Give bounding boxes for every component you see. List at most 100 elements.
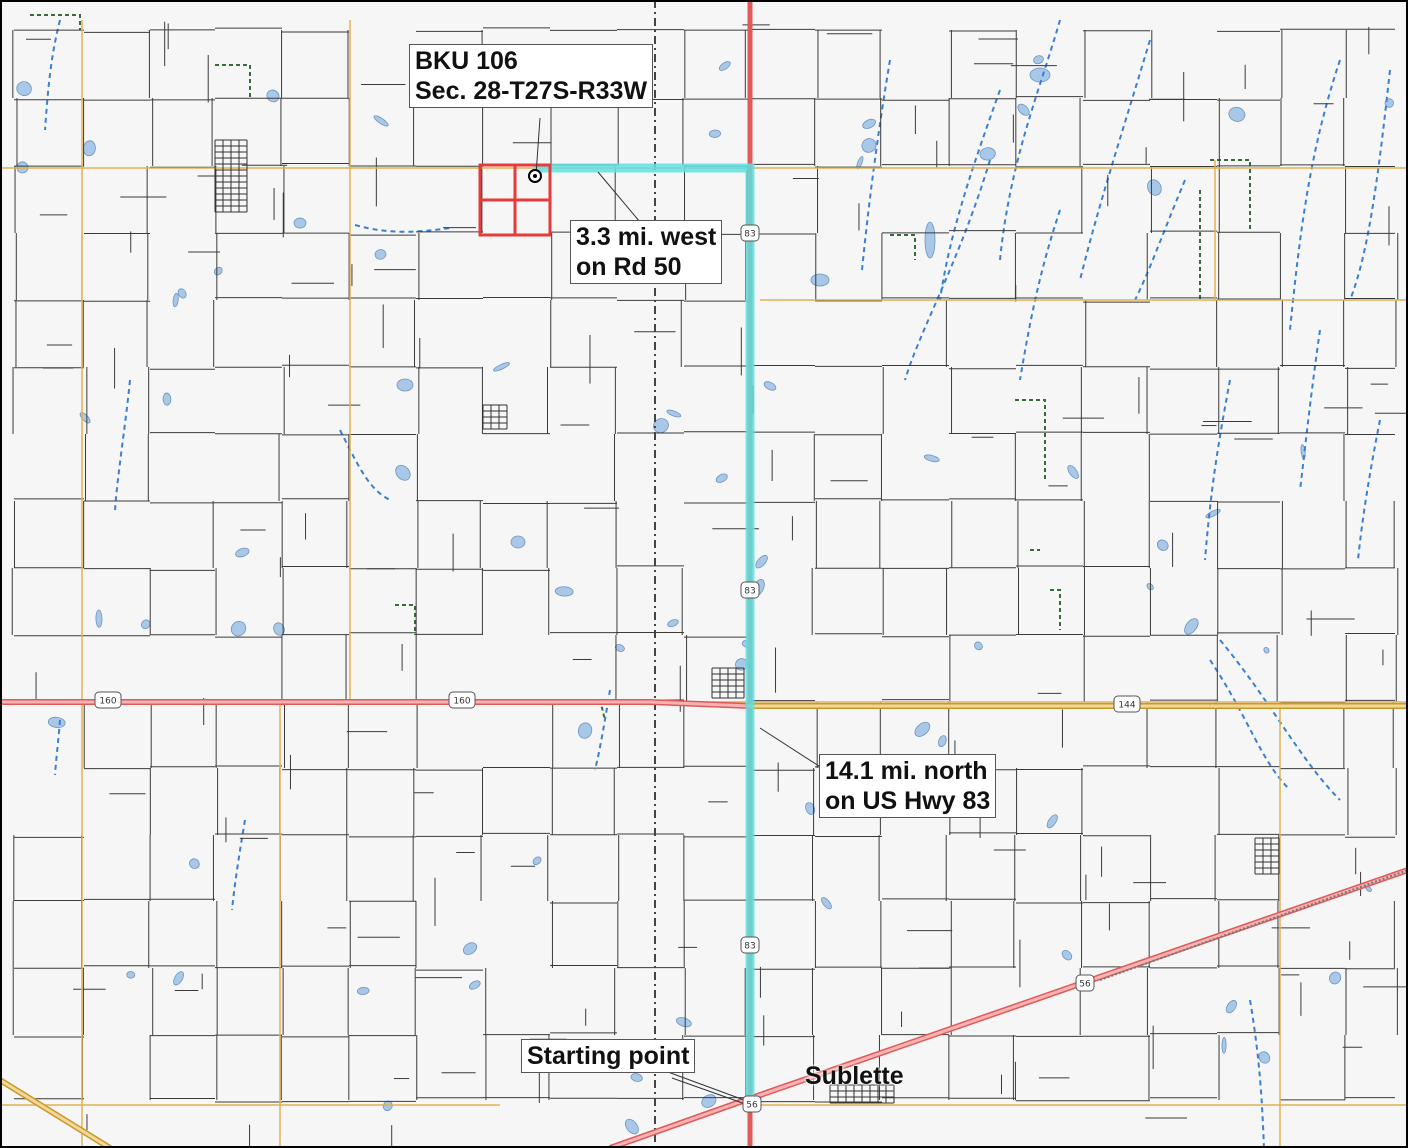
town-label-sublette[interactable]: Sublette xyxy=(805,1062,904,1090)
pond xyxy=(1017,103,1030,116)
west-distance-callout[interactable]: 3.3 mi. west on Rd 50 xyxy=(570,220,723,284)
stream xyxy=(54,719,61,776)
stream xyxy=(1204,379,1231,561)
boundary xyxy=(1210,159,1251,230)
pond xyxy=(1184,618,1199,635)
shield-body xyxy=(740,936,760,954)
highway-shield-us-160-a: 160 xyxy=(94,691,122,709)
highway-shield-us-83-c: 83 xyxy=(740,936,760,954)
boundary xyxy=(30,14,81,30)
pond xyxy=(653,418,669,434)
stream xyxy=(861,59,891,271)
pond xyxy=(230,620,247,637)
pond xyxy=(914,721,931,737)
pond-large xyxy=(293,217,307,229)
stream xyxy=(1079,39,1151,281)
pond xyxy=(923,454,940,463)
pond-large xyxy=(1029,67,1051,83)
stream xyxy=(904,159,991,381)
pond xyxy=(1221,1037,1227,1054)
stream xyxy=(1299,329,1321,491)
north-road-text: on US Hwy 83 xyxy=(825,787,991,815)
pond xyxy=(763,381,777,391)
railroad xyxy=(0,1078,111,1148)
pond xyxy=(1061,949,1073,961)
stream xyxy=(231,819,246,911)
pond xyxy=(1263,646,1270,654)
well-callout[interactable]: BKU 106 Sec. 28-T27S-R33W xyxy=(409,44,654,108)
north-distance-callout[interactable]: 14.1 mi. north on US Hwy 83 xyxy=(819,754,997,818)
west-distance-text: 3.3 mi. west xyxy=(576,223,717,251)
shield-body xyxy=(448,691,476,709)
stream xyxy=(339,429,391,501)
pond xyxy=(213,266,223,276)
stream xyxy=(44,19,61,131)
shield-body xyxy=(740,224,760,242)
well-legal-location: Sec. 28-T27S-R33W xyxy=(415,77,648,105)
pond xyxy=(979,147,996,161)
pond xyxy=(493,362,510,372)
pond xyxy=(1228,106,1246,122)
pond xyxy=(1328,971,1342,985)
pond-large xyxy=(924,221,936,259)
shield-label: 83 xyxy=(744,587,755,597)
highway-shield-ks-144: 144 xyxy=(1113,695,1141,713)
well-dot xyxy=(533,174,537,178)
leader-line xyxy=(597,171,641,223)
section-28-outline xyxy=(478,163,552,237)
shield-body xyxy=(740,581,760,599)
pond xyxy=(974,641,983,651)
pond xyxy=(374,249,387,260)
us-160 xyxy=(0,700,751,708)
well-name: BKU 106 xyxy=(415,47,518,75)
starting-point-text: Starting point xyxy=(527,1042,690,1070)
pond xyxy=(47,716,66,729)
pond xyxy=(666,409,682,418)
pond xyxy=(177,288,187,299)
pond xyxy=(462,942,478,955)
pond xyxy=(554,586,574,597)
shield-label: 56 xyxy=(746,1101,758,1111)
shield-body xyxy=(742,1095,762,1113)
town-blocks xyxy=(214,139,1280,1104)
pond xyxy=(821,897,832,910)
pond xyxy=(861,138,877,153)
stream xyxy=(1219,639,1341,801)
pond xyxy=(16,81,32,96)
stream xyxy=(354,224,451,233)
stream xyxy=(1019,209,1061,381)
pond xyxy=(141,619,151,630)
pond xyxy=(126,971,136,979)
stream xyxy=(114,379,131,511)
pond xyxy=(624,1118,639,1135)
callout-leaders xyxy=(535,117,823,1106)
shield-body xyxy=(1113,695,1141,713)
shield-label: 83 xyxy=(744,230,755,240)
north-distance-text: 14.1 mi. north xyxy=(825,757,988,785)
stream xyxy=(594,689,611,771)
pond xyxy=(1033,55,1044,65)
shield-label: 144 xyxy=(1118,701,1135,711)
pond xyxy=(1067,465,1079,479)
pond xyxy=(373,115,389,127)
pond xyxy=(395,464,411,481)
railroad-ticks xyxy=(1099,869,1408,981)
highway-shield-us-83-b: 83 xyxy=(740,581,760,599)
well-location-marker[interactable] xyxy=(528,169,542,183)
pond xyxy=(235,547,250,558)
pond-large xyxy=(810,273,830,287)
pond xyxy=(667,619,679,628)
pond xyxy=(356,986,370,995)
section-roads-layer xyxy=(11,0,1408,1148)
pond xyxy=(172,293,179,307)
route-path xyxy=(533,163,755,1105)
pond-large xyxy=(396,378,414,392)
pond xyxy=(1046,814,1058,829)
boundary xyxy=(1050,589,1061,630)
starting-point-callout[interactable]: Starting point xyxy=(521,1039,696,1073)
boundary xyxy=(1015,399,1046,480)
pond xyxy=(805,802,816,815)
